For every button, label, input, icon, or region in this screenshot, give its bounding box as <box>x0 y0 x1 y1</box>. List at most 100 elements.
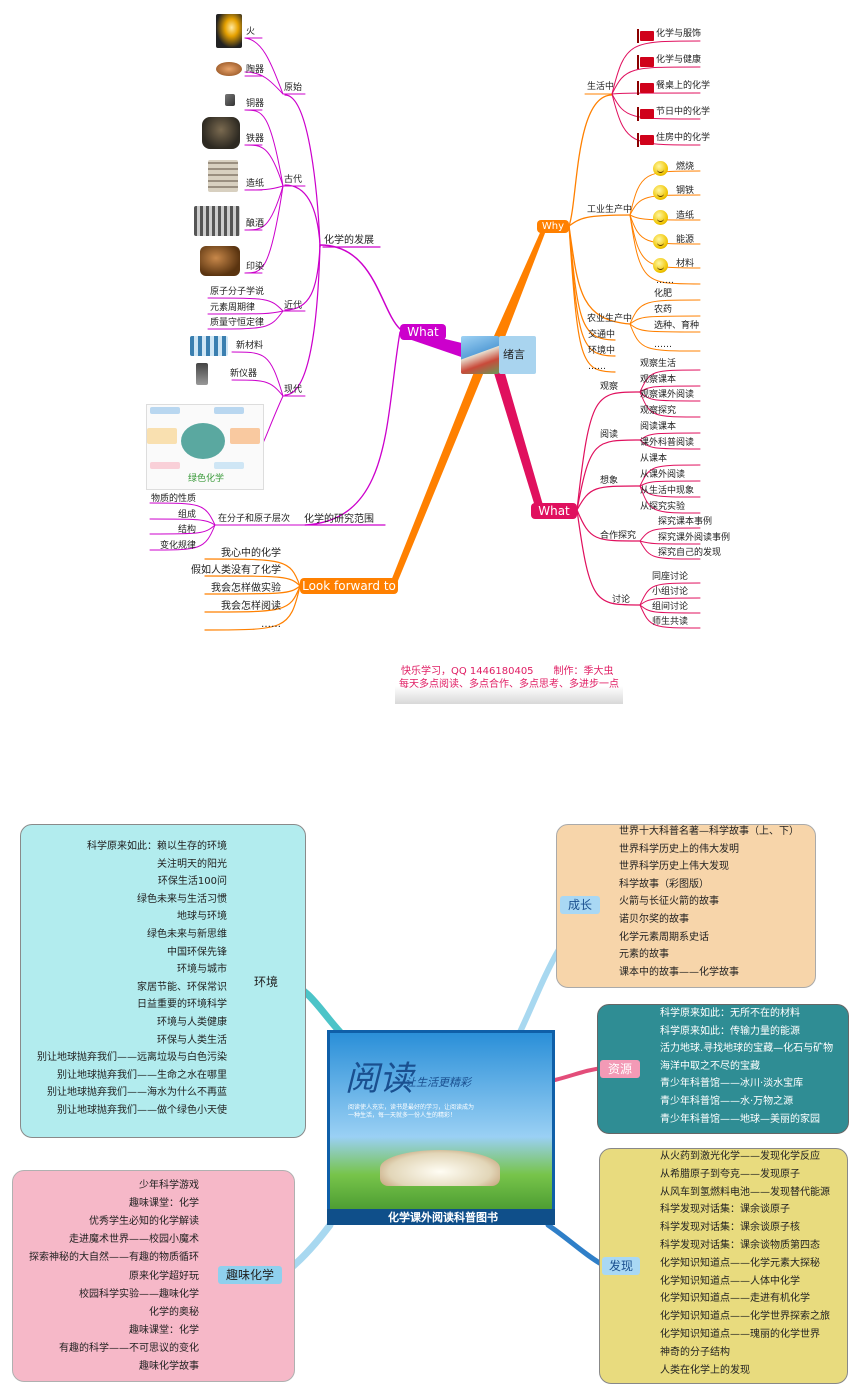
category-environment[interactable]: 环境 <box>246 973 286 991</box>
book-title[interactable]: 环境与人类健康 <box>157 1017 227 1028</box>
book-title[interactable]: 活力地球.寻找地球的宝藏—化石与矿物 <box>660 1043 834 1055</box>
node-why-more: …… <box>588 362 606 372</box>
connector-line <box>207 310 284 330</box>
connector-line <box>207 297 284 312</box>
paper-image <box>208 160 238 192</box>
branch-what-right[interactable]: What <box>531 503 577 519</box>
book-title[interactable]: 地球与环境 <box>177 911 227 923</box>
branch-look-forward[interactable]: Look forward to <box>300 578 398 594</box>
book-title[interactable]: 化学知识知道点——走进有机化学 <box>660 1293 810 1305</box>
category-fun-chemistry[interactable]: 趣味化学 <box>218 1266 282 1284</box>
book-title[interactable]: 从风车到氢燃料电池——发现替代能源 <box>660 1186 830 1198</box>
book-title[interactable]: 科学原来如此：无所不在的材料 <box>660 1008 800 1019</box>
node-read: 阅读 <box>600 430 619 440</box>
node-research-scope: 化学的研究范围 <box>304 514 374 525</box>
node-agri-item: 农药 <box>654 305 673 315</box>
book-title[interactable]: 环保生活100问 <box>157 876 227 888</box>
book-title[interactable]: 家居节能、环保常识 <box>137 981 227 993</box>
connector-line <box>639 369 701 393</box>
category-growth[interactable]: 成长 <box>560 896 600 914</box>
book-title[interactable]: 青少年科普馆——冰川·淡水宝库 <box>660 1078 804 1090</box>
node-life-item: 住房中的化学 <box>656 133 711 143</box>
node-life-item: 节日中的化学 <box>656 107 711 117</box>
book-title[interactable]: 别让地球抛弃我们——海水为什么不再蓝 <box>47 1087 227 1099</box>
book-title[interactable]: 从希腊原子到夸克——发现原子 <box>660 1168 800 1180</box>
book-title[interactable]: 课本中的故事——化学故事 <box>619 966 739 978</box>
book-title[interactable]: 绿色未来与生活习惯 <box>137 893 227 905</box>
connector-line <box>568 94 613 227</box>
connector-line <box>284 94 321 246</box>
branch-why[interactable]: Why <box>537 220 569 233</box>
book-title[interactable]: 化学知识知道点——化学元素大探秘 <box>660 1257 820 1269</box>
book-title[interactable]: 少年科学游戏 <box>139 1180 199 1191</box>
book-title[interactable]: 科学发现对话集：课余谈物质第四态 <box>660 1240 820 1251</box>
node-new-material: 新材料 <box>236 341 264 351</box>
category-discovery[interactable]: 发现 <box>602 1257 640 1275</box>
book-title[interactable]: 关注明天的阳光 <box>157 858 227 870</box>
node-look-item: …… <box>261 619 281 630</box>
node-look-item: 我会怎样阅读 <box>221 601 281 612</box>
book-title[interactable]: 原来化学超好玩 <box>129 1270 199 1282</box>
book-title[interactable]: 中国环保先锋 <box>167 946 227 958</box>
book-title[interactable]: 有趣的科学——不可思议的变化 <box>59 1342 199 1354</box>
node-coop-item: 探究课外阅读事例 <box>658 533 731 543</box>
book-title[interactable]: 海洋中取之不尽的宝藏 <box>660 1060 760 1072</box>
book-title[interactable]: 化学知识知道点——人体中化学 <box>660 1275 800 1287</box>
book-title[interactable]: 科学故事（彩图版） <box>619 878 709 890</box>
book-title[interactable]: 环保与人类生活 <box>157 1034 227 1046</box>
book-title[interactable]: 化学的奥秘 <box>149 1306 199 1318</box>
category-resources[interactable]: 资源 <box>600 1060 640 1078</box>
res-branch <box>553 1066 605 1082</box>
book-title[interactable]: 科学发现对话集：课余谈原子 <box>660 1204 790 1216</box>
node-era-label: 古代 <box>284 175 303 185</box>
book-title[interactable]: 世界科学历史上伟大发现 <box>619 861 729 873</box>
book-title[interactable]: 科学原来如此：赖以生存的环境 <box>87 841 227 852</box>
book-title[interactable]: 趣味化学故事 <box>139 1361 199 1372</box>
reading-subtitle-art: 让生活更精彩 <box>405 1076 471 1089</box>
connector-line <box>319 244 401 330</box>
green-chem-node <box>214 407 244 414</box>
book-title[interactable]: 别让地球抛弃我们——生命之水在哪里 <box>57 1069 227 1081</box>
book-title[interactable]: 环境与城市 <box>177 964 227 976</box>
green-chem-node <box>214 462 244 469</box>
book-title[interactable]: 走进魔术世界——校园小魔术 <box>69 1234 199 1246</box>
book-title[interactable]: 探索神秘的大自然——有趣的物质循环 <box>29 1252 199 1264</box>
book-title[interactable]: 科学发现对话集：课余谈原子核 <box>660 1222 800 1234</box>
book-title[interactable]: 趣味课堂：化学 <box>129 1198 199 1210</box>
book-title[interactable]: 火箭与长征火箭的故事 <box>619 896 719 908</box>
book-title[interactable]: 诺贝尔奖的故事 <box>619 914 689 925</box>
book-title[interactable]: 优秀学生必知的化学解读 <box>89 1216 199 1228</box>
connector-line <box>611 40 701 95</box>
connector-line <box>639 485 701 514</box>
node-observe: 观察 <box>600 382 619 392</box>
connector-line <box>629 214 701 245</box>
book-title[interactable]: 化学知识知道点——瑰丽的化学世界 <box>660 1329 820 1340</box>
node-discuss-item: 小组讨论 <box>652 587 689 597</box>
book-title[interactable]: 科学原来如此：传输力量的能源 <box>660 1025 800 1037</box>
book-title[interactable]: 化学知识知道点——化学世界探索之旅 <box>660 1311 830 1323</box>
branch-what-left[interactable]: What <box>400 324 446 340</box>
book-title[interactable]: 校园科学实验——趣味化学 <box>79 1288 199 1300</box>
book-title[interactable]: 神奇的分子结构 <box>660 1346 730 1358</box>
book-title[interactable]: 别让地球抛弃我们——远离垃圾与白色污染 <box>37 1052 227 1064</box>
node-industry-item: 钢铁 <box>676 186 695 196</box>
book-title[interactable]: 世界科学历史上的伟大发明 <box>619 843 739 855</box>
book-title[interactable]: 日益重要的环境科学 <box>137 999 227 1011</box>
connector-line <box>639 391 701 402</box>
book-title[interactable]: 趣味课堂：化学 <box>129 1324 199 1336</box>
book-title[interactable]: 绿色未来与新思维 <box>147 929 227 940</box>
book-title[interactable]: 人类在化学上的发现 <box>660 1364 750 1376</box>
book-title[interactable]: 别让地球抛弃我们——做个绿色小天使 <box>57 1105 227 1116</box>
node-scope-item: 物质的性质 <box>150 494 196 504</box>
book-title[interactable]: 化学元素周期系史话 <box>619 931 709 943</box>
node-paper: 造纸 <box>246 179 265 189</box>
book-title[interactable]: 从火药到激光化学——发现化学反应 <box>660 1151 820 1162</box>
book-title[interactable]: 青少年科普馆——水·万物之源 <box>660 1096 794 1107</box>
node-iron: 铁器 <box>246 134 265 144</box>
node-new-instrument: 新仪器 <box>230 369 258 379</box>
book-title[interactable]: 青少年科普馆——地球—美丽的家园 <box>660 1113 820 1125</box>
node-bronze: 铜器 <box>246 99 265 109</box>
book-title[interactable]: 元素的故事 <box>619 949 669 961</box>
node-dye: 印染 <box>246 262 265 272</box>
book-title[interactable]: 世界十大科普名著—科学故事（上、下） <box>619 826 799 837</box>
